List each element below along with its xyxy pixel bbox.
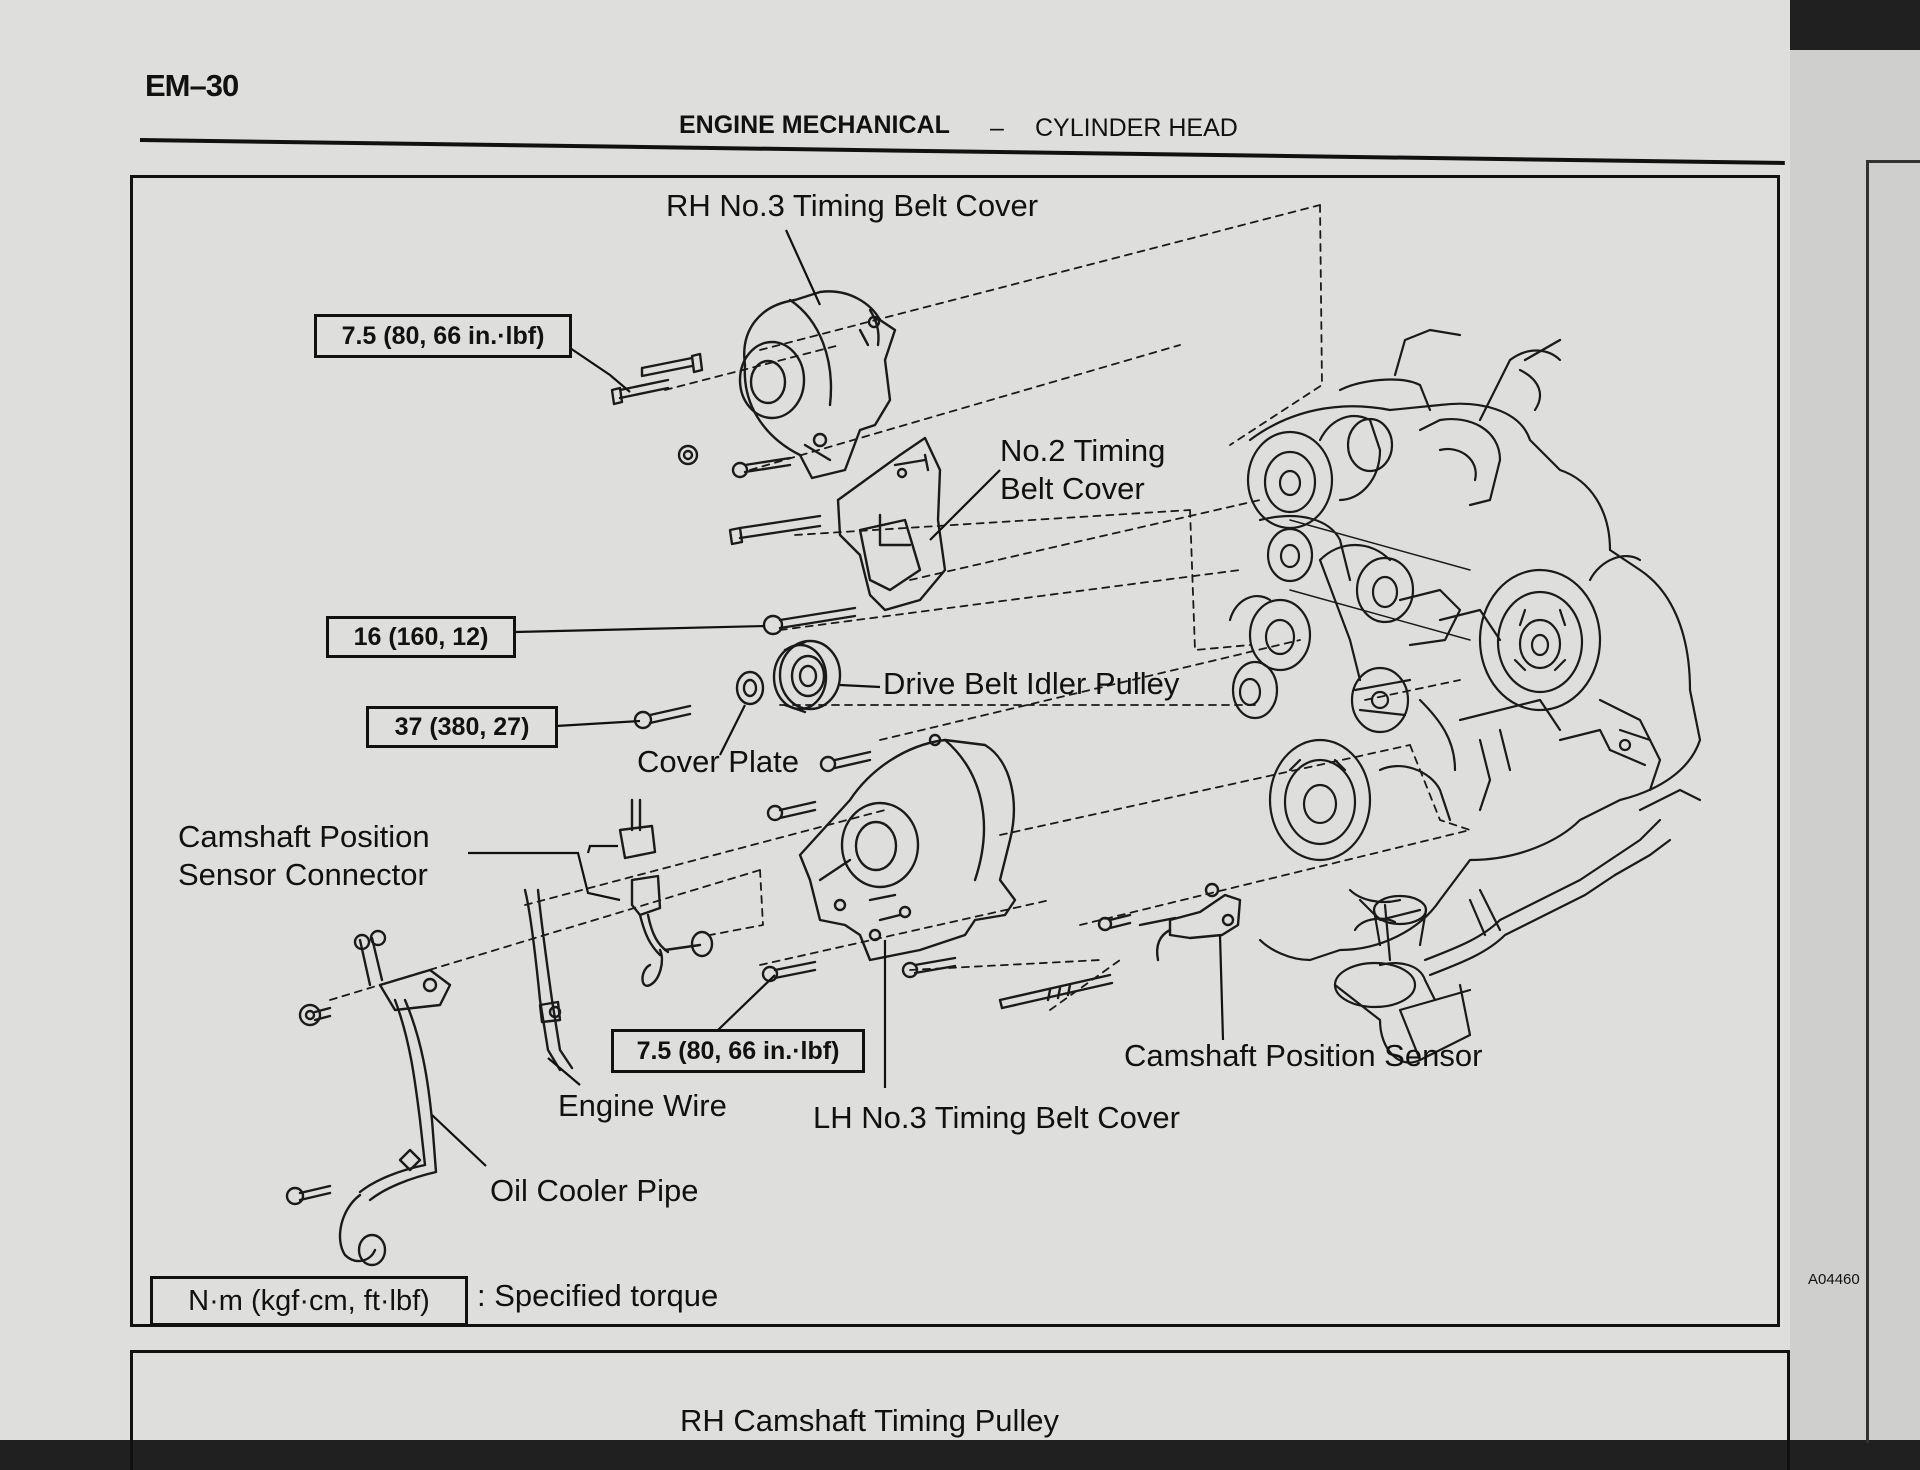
exploded-view-drawing [285,204,1702,1267]
rh-no3-timing-belt-cover [738,290,897,480]
header-separator: – [990,114,1004,142]
torque-box-lh-cover: 7.5 (80, 66 in.·lbf) [611,1029,865,1073]
idler-bolt [762,606,857,636]
no2-timing-belt-cover [836,436,947,612]
engine-wire [523,888,574,1072]
subsection-title: CYLINDER HEAD [1035,114,1238,142]
label-lh-no3-timing-belt-cover: LH No.3 Timing Belt Cover [813,1100,1180,1135]
pipe-union-bolts [285,1003,332,1206]
label-camshaft-position-sensor-connector: Camshaft Position Sensor Connector [178,819,430,892]
cover-plate-bolt [633,704,692,730]
page-code: EM–30 [145,68,239,103]
torque-box-cover-plate-bolt: 37 (380, 27) [366,706,558,748]
oil-cooler-pipe [338,929,452,1267]
alignment-lines [329,204,1471,1011]
label-no2-timing-belt-cover: No.2 Timing Belt Cover [1000,433,1166,506]
drive-belt-idler-pulley [772,639,842,714]
engine-hose-end [1523,338,1562,362]
torque-box-idler-bolt: 16 (160, 12) [326,616,516,658]
engine-assembly [1228,328,1702,1064]
label-oil-cooler-pipe: Oil Cooler Pipe [490,1173,699,1208]
diagram-frame [130,175,1780,1327]
leader-lines [431,229,1225,1167]
torque-box-rh-cover: 7.5 (80, 66 in.·lbf) [314,314,572,358]
no2-cover-bolt [728,514,822,546]
label-engine-wire: Engine Wire [558,1088,727,1123]
legend-units-box: N·m (kgf·cm, ft·lbf) [150,1276,468,1326]
label-drive-belt-idler-pulley: Drive Belt Idler Pulley [883,666,1180,701]
section-title: ENGINE MECHANICAL [679,111,950,139]
label-rh-no3-timing-belt-cover: RH No.3 Timing Belt Cover [666,188,1039,223]
next-section-title: RH Camshaft Timing Pulley [680,1403,1060,1438]
next-page-frame [1866,160,1920,1443]
lh-no3-timing-belt-cover [798,733,1017,962]
camshaft-position-sensor-connector [618,798,714,987]
cover-plate [735,670,765,706]
rh-cover-bolts [610,352,792,479]
camshaft-position-sensor [1138,882,1242,962]
label-camshaft-position-sensor: Camshaft Position Sensor [1124,1038,1483,1073]
figure-reference: A04460 [1808,1271,1860,1288]
manual-page [0,0,1790,1440]
next-page-edge [1790,50,1920,1440]
next-section-frame [130,1350,1790,1470]
sensor-bolts [998,913,1132,1010]
label-cover-plate: Cover Plate [637,744,799,779]
legend-description: : Specified torque [477,1278,719,1313]
